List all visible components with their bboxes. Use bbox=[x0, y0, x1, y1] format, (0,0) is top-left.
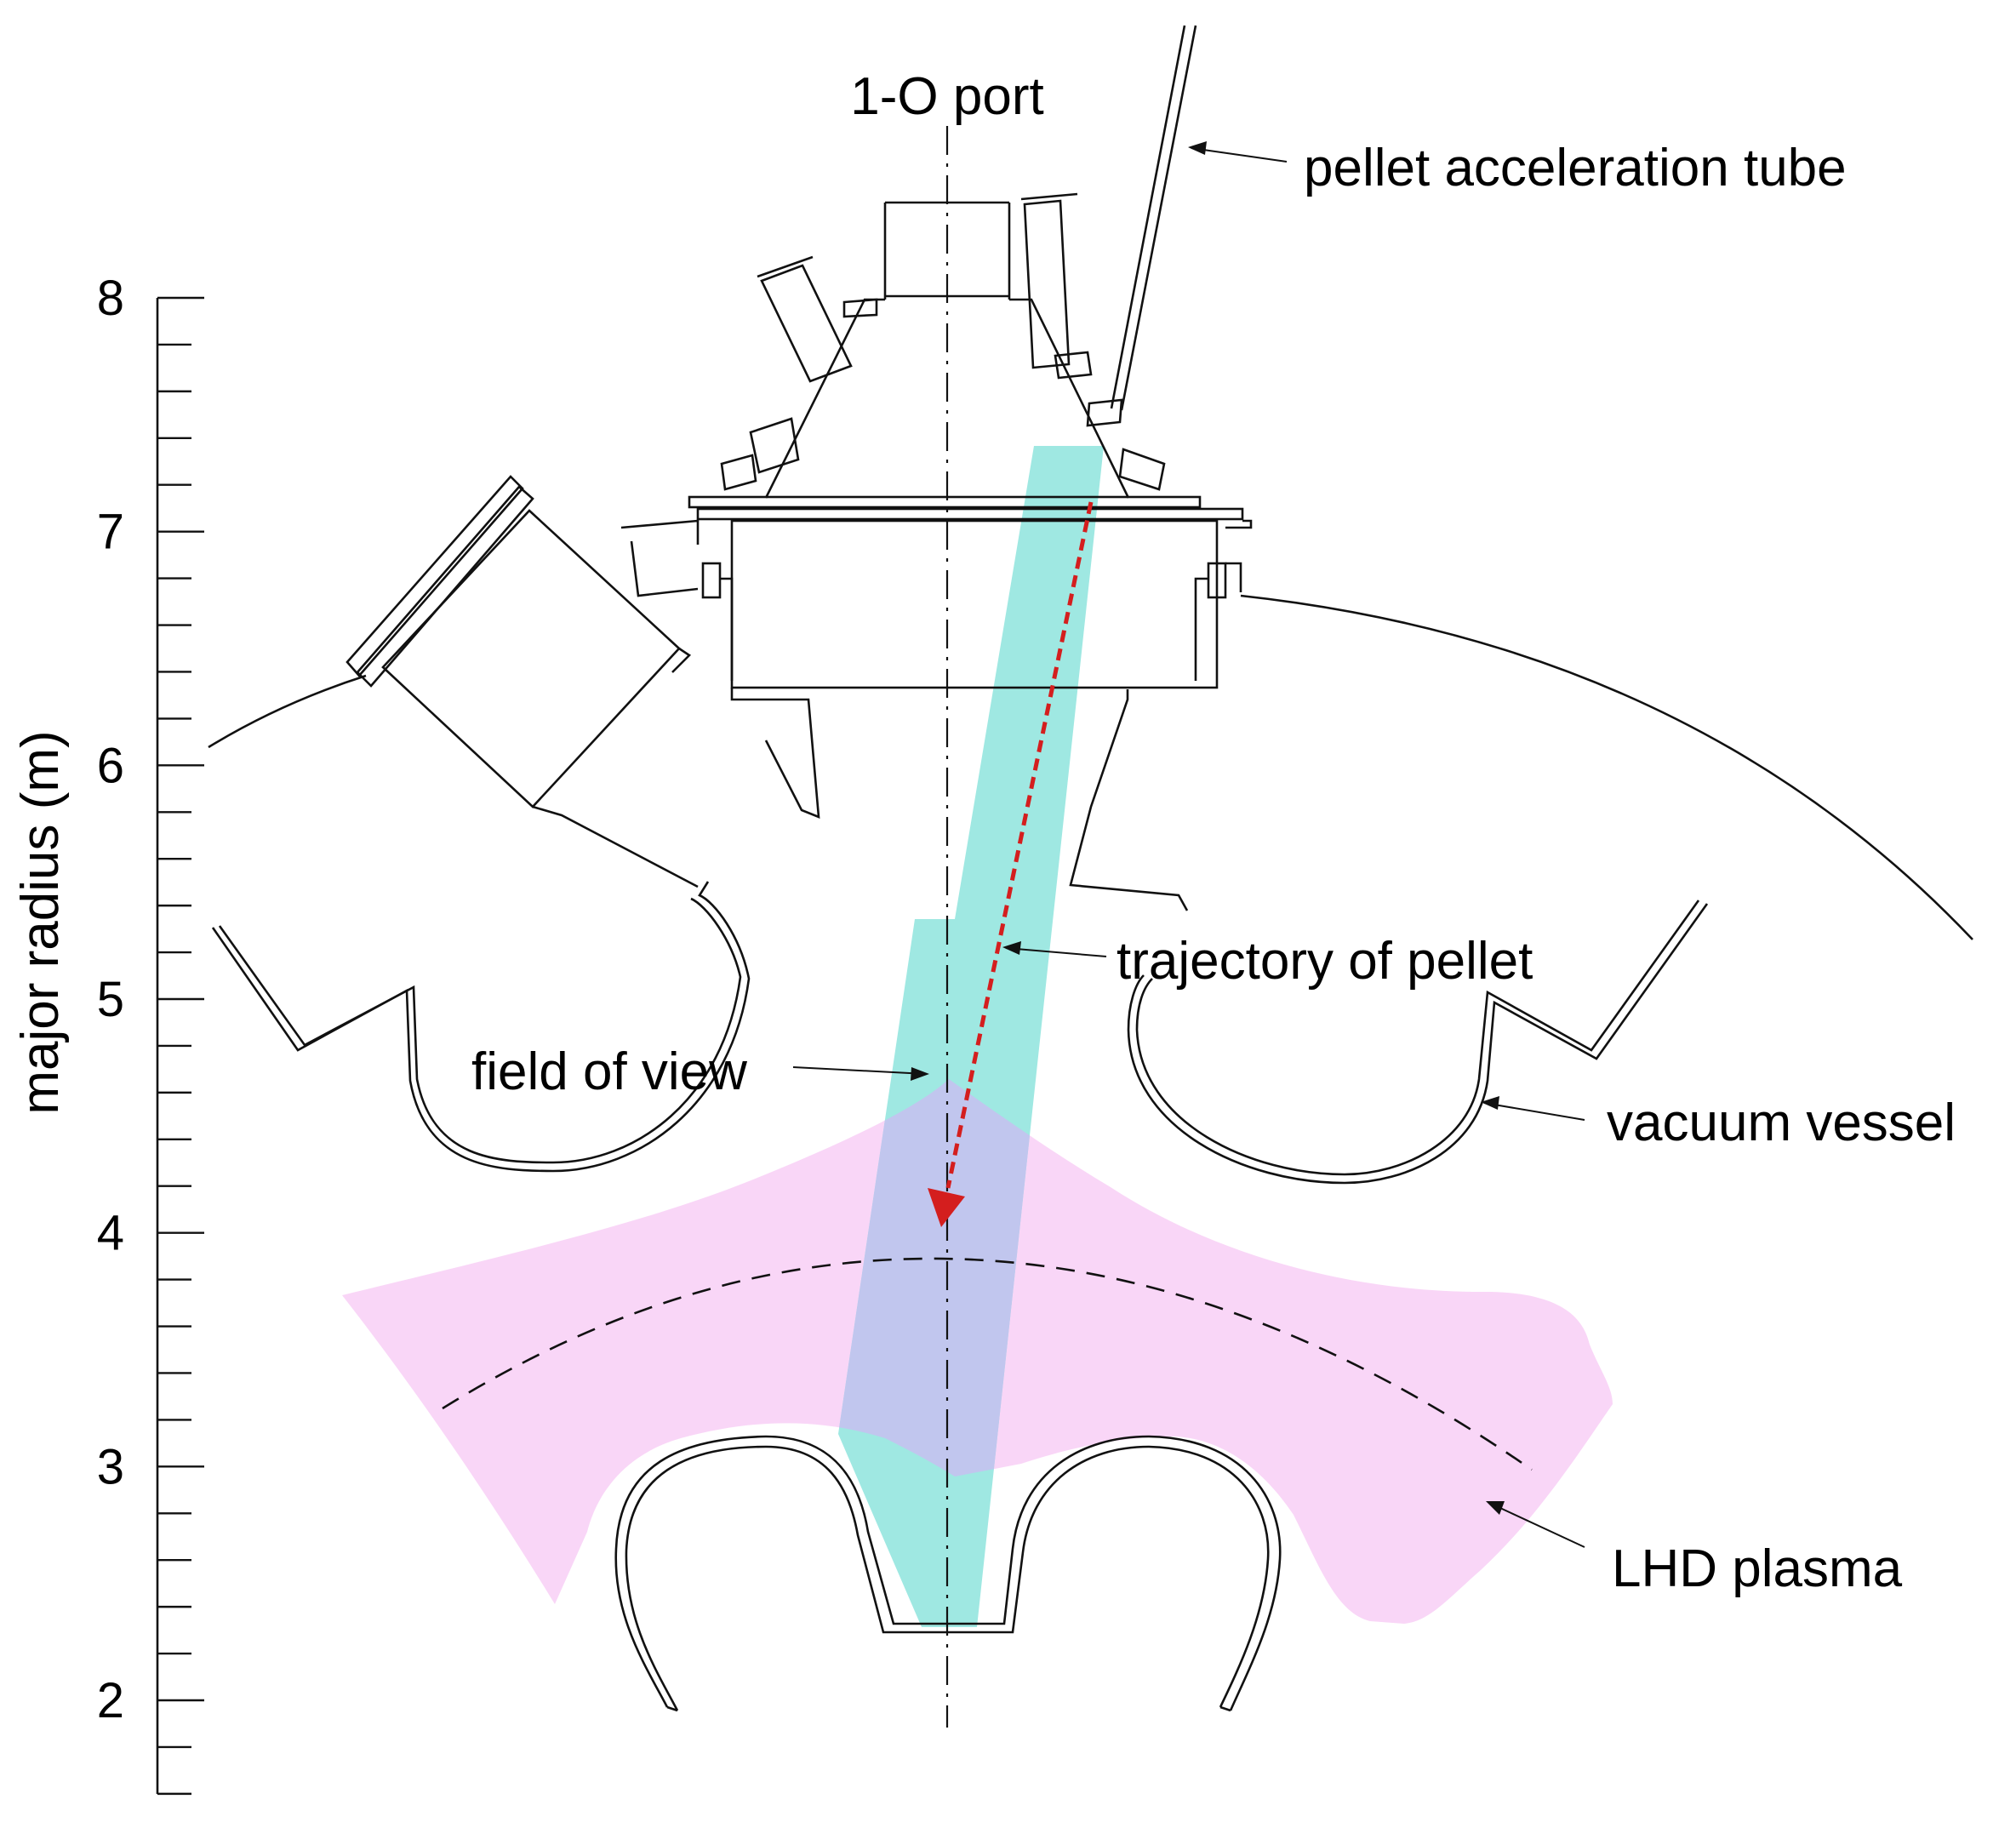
axis-tick-label: 3 bbox=[97, 1439, 124, 1494]
axis-tick-label: 2 bbox=[97, 1673, 124, 1728]
side-ports bbox=[720, 192, 1166, 491]
port-label: 1-O port bbox=[850, 67, 1043, 126]
vacuum-vessel-label: vacuum vessel bbox=[1607, 1094, 1956, 1152]
axis-title: major radius (m) bbox=[11, 730, 70, 1114]
outer-vessel-arc-left bbox=[208, 674, 367, 749]
plasma-label: LHD plasma bbox=[1612, 1539, 1903, 1598]
pellet-acceleration-tube bbox=[1110, 25, 1197, 411]
axis-tick-label: 6 bbox=[97, 738, 124, 793]
trajectory-label: trajectory of pellet bbox=[1117, 932, 1533, 991]
port-box bbox=[701, 519, 1242, 689]
tube-label: pellet acceleration tube bbox=[1304, 139, 1847, 197]
axis-tick-label: 8 bbox=[97, 271, 124, 326]
magnetic-surface-dashed bbox=[442, 1257, 1533, 1471]
axis-tick-label: 5 bbox=[97, 972, 124, 1027]
port-flange bbox=[620, 495, 1253, 597]
outer-vessel-arc-right bbox=[1240, 594, 1973, 940]
axis-tick-label: 4 bbox=[97, 1206, 124, 1261]
field-of-view-label: field of view bbox=[471, 1042, 747, 1101]
angled-left-port bbox=[346, 475, 699, 888]
pellet-trajectory-line bbox=[945, 501, 1094, 1189]
axis-tick-label: 7 bbox=[97, 505, 124, 560]
vacuum-vessel-right bbox=[1127, 900, 1709, 1185]
pellet-trajectory-arrowhead bbox=[928, 1188, 965, 1227]
port-funnel bbox=[730, 688, 1189, 911]
fov-plasma-overlap bbox=[838, 1079, 1104, 1624]
major-radius-axis: 2 3 4 5 6 7 8 bbox=[97, 271, 204, 1796]
annotation-arrows bbox=[792, 141, 1585, 1548]
vacuum-vessel-left bbox=[211, 881, 751, 1173]
